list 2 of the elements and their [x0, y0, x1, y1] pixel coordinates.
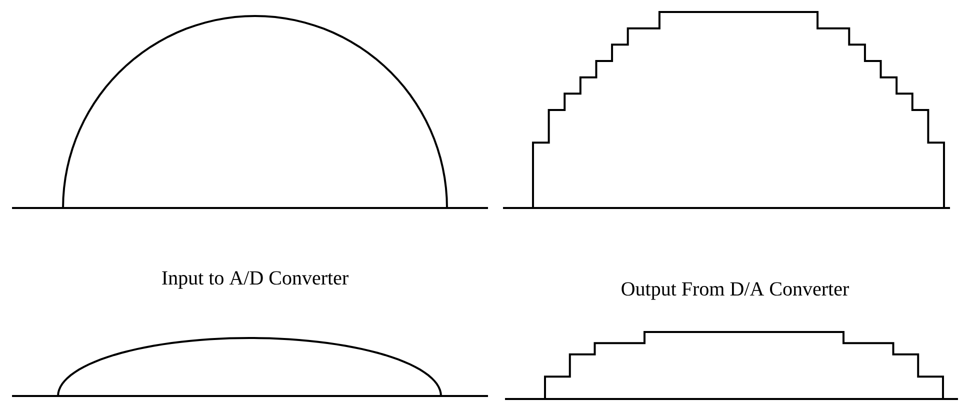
- caption-text: Output From D/A Converter: [622, 282, 849, 300]
- caption-text: Input to A/D Converter: [162, 271, 348, 289]
